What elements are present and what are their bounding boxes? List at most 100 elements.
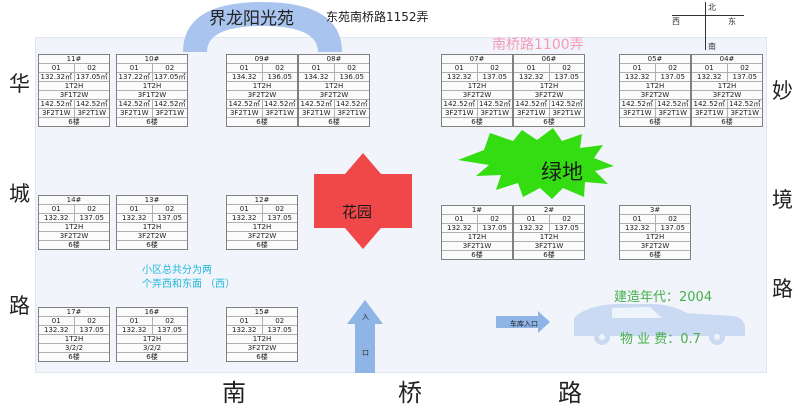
road-right-1: 妙	[772, 79, 793, 103]
building-number: 13#	[117, 196, 187, 205]
unit-numbers-cell: 02	[740, 64, 750, 72]
unit-areas-cell: 137.05	[157, 214, 183, 222]
unit-numbers-cell: 02	[490, 215, 500, 223]
stair-type-cell: 1T2H	[645, 233, 665, 241]
building-number-label: 13#	[144, 196, 160, 204]
unit-numbers-cell: 02	[490, 64, 500, 72]
unit-areas-cell: 137.05	[482, 224, 508, 232]
unit-areas-cell: 137.05	[660, 73, 686, 81]
floors: 6楼	[299, 118, 369, 127]
upper-layouts-cell: 3F2T1W	[227, 109, 263, 117]
upper-areas-cell: 142.52㎡	[39, 100, 75, 108]
floors: 6楼	[692, 118, 762, 127]
road-left-3: 路	[9, 294, 30, 318]
road-bottom-1: 南	[222, 379, 246, 407]
stair-type: 1T2H	[39, 82, 109, 91]
layout-type: 3F2T2W	[227, 232, 297, 241]
unit-numbers: 01 02	[620, 64, 690, 73]
floors-cell: 6楼	[649, 251, 661, 259]
floors: 6楼	[39, 241, 109, 250]
layout-type: 3F1T2W	[117, 91, 187, 100]
stair-type-cell: 1T2H	[252, 223, 272, 231]
unit-numbers-cell: 01	[39, 317, 75, 325]
stair-type-cell: 1T2H	[142, 223, 162, 231]
upper-areas-cell: 142.52㎡	[154, 100, 186, 108]
unit-areas-cell: 137.05	[157, 326, 183, 334]
floors-cell: 6楼	[68, 118, 80, 126]
building-number-label: 15#	[254, 308, 270, 316]
layout-type: 3F2T2W	[39, 232, 109, 241]
unit-areas-cell: 134.32	[299, 73, 335, 81]
upper-areas-cell: 142.52㎡	[442, 100, 478, 108]
unit-numbers-cell: 01	[227, 317, 263, 325]
stair-type: 1T2H	[39, 335, 109, 344]
entrance-label-2: 口	[362, 349, 369, 357]
unit-numbers-cell: 02	[87, 317, 97, 325]
upper-layouts-cell: 3F2T1W	[337, 109, 367, 117]
upper-areas-cell: 142.52㎡	[692, 100, 728, 108]
floors-cell: 6楼	[256, 241, 268, 249]
upper-layouts-cell: 3F2T1W	[155, 109, 185, 117]
stair-type: 1T2H	[117, 82, 187, 91]
upper-areas-cell: 142.52㎡	[117, 100, 153, 108]
floors: 6楼	[227, 241, 297, 250]
stair-type: 1T2H	[442, 233, 512, 242]
unit-numbers-cell: 02	[165, 317, 175, 325]
layout-type: 3F2T2W	[514, 91, 584, 100]
floors: 6楼	[39, 118, 109, 127]
building-number-label: 3#	[649, 206, 661, 214]
unit-areas-cell: 137.05	[79, 214, 105, 222]
green-area-label: 绿地	[541, 160, 583, 184]
building-number: 14#	[39, 196, 109, 205]
building-number-label: 08#	[326, 55, 342, 63]
unit-numbers-cell: 02	[87, 64, 97, 72]
unit-numbers-cell: 01	[620, 64, 656, 72]
unit-numbers-cell: 01	[39, 64, 75, 72]
unit-numbers-cell: 02	[275, 205, 285, 213]
stair-type-cell: 1T2H	[645, 82, 665, 90]
floors-cell: 6楼	[721, 118, 733, 126]
building-number-label: 09#	[254, 55, 270, 63]
upper-layouts-cell: 3F2T1W	[442, 109, 478, 117]
unit-areas-cell: 136.05	[267, 73, 293, 81]
address-main: 东苑南桥路1152弄	[326, 10, 429, 24]
floors: 6楼	[117, 241, 187, 250]
stair-type-cell: 1T2H	[252, 82, 272, 90]
layout-type-cell: 3F1T2W	[59, 91, 89, 99]
layout-type: 3F2T2W	[117, 232, 187, 241]
layout-type-cell: 3F2T2W	[712, 91, 742, 99]
upper-areas-cell: 142.52㎡	[76, 100, 108, 108]
layout-type-cell: 3F2T2W	[137, 232, 167, 240]
unit-areas-cell: 137.05	[267, 326, 293, 334]
unit-numbers-cell: 02	[87, 205, 97, 213]
unit-numbers-cell: 02	[668, 64, 678, 72]
floors: 6楼	[442, 118, 512, 127]
unit-numbers-cell: 01	[442, 64, 478, 72]
building-number: 17#	[39, 308, 109, 317]
unit-numbers-cell: 01	[514, 64, 550, 72]
